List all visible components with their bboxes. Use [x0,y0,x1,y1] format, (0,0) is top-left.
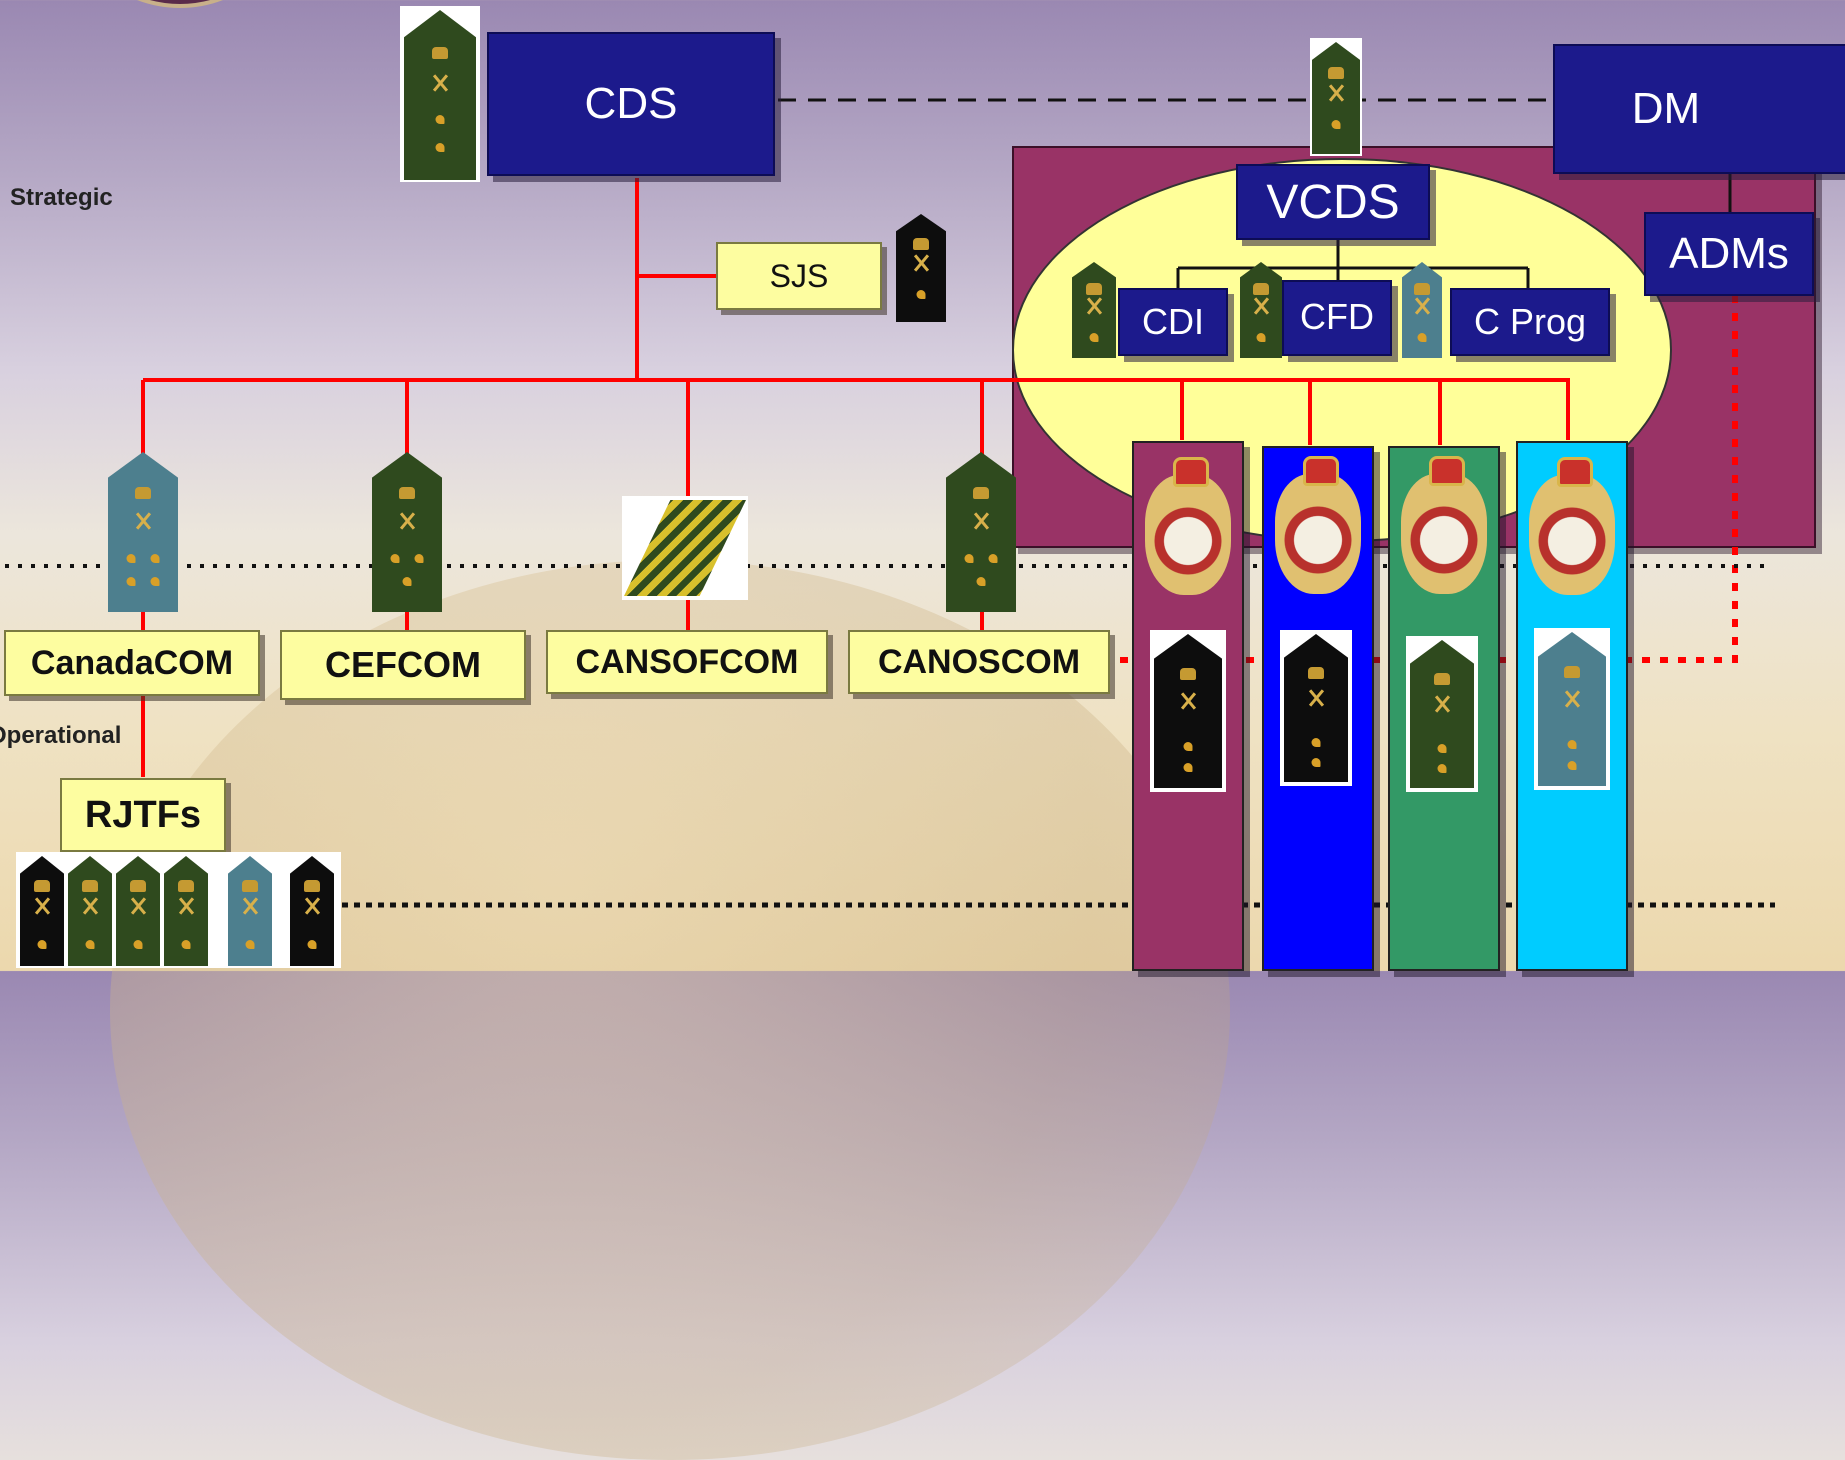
rjtfs-box: RJTFs [60,778,226,852]
cefcom-label: CEFCOM [325,644,481,685]
environment-rank-insignia-4 [1538,632,1606,786]
sjs-box: SJS [716,242,882,310]
environment-badge-4 [1529,457,1615,595]
vcds-rank-insignia [1312,42,1360,154]
environment-badge-3 [1401,456,1487,594]
level-label-operational: Operational [0,722,122,749]
cds-label: CDS [584,79,678,128]
sjs-rank-insignia [896,214,946,322]
cansofcom-box: CANSOFCOM [546,630,828,694]
canoscom-rank-insignia [946,452,1016,612]
environment-badge-1 [1145,457,1231,595]
canadacom-rank-insignia [108,452,178,612]
canadacom-box: CanadaCOM [4,630,260,696]
cefcom-box: CEFCOM [280,630,526,700]
rjtfs-label: RJTFs [84,793,202,836]
canoscom-box: CANOSCOM [848,630,1110,694]
connector-lines [5,98,1775,908]
cfd-box: CFD [1282,280,1392,356]
cfd-rank-insignia [1240,262,1282,358]
vcds-label: VCDS [1266,175,1400,229]
environment-rank-insignia-1 [1154,634,1222,788]
rjtf-rank-1 [20,856,64,966]
cefcom-rank-insignia [372,452,442,612]
cprog-box: C Prog [1450,288,1610,356]
environment-rank-insignia-2 [1284,634,1348,782]
environment-badge-2 [1275,456,1361,594]
cdi-rank-insignia [1072,262,1116,358]
cfd-label: CFD [1300,296,1374,337]
cprog-label: C Prog [1473,301,1587,342]
canadacom-label: CanadaCOM [30,643,234,682]
cansofcom-label: CANSOFCOM [575,642,799,681]
rjtf-rank-3 [116,856,160,966]
adms-label: ADMs [1669,229,1789,278]
cdi-label: CDI [1142,301,1204,342]
rjtf-rank-6 [290,856,334,966]
cdi-box: CDI [1118,288,1228,356]
dm-label: DM [1631,84,1701,133]
sjs-label: SJS [769,257,829,294]
rjtf-rank-2 [68,856,112,966]
dm-box: DM [1553,44,1845,174]
environment-rank-insignia-3 [1410,640,1474,788]
canoscom-label: CANOSCOM [877,642,1081,681]
cds-rank-insignia [404,10,476,180]
adms-box: ADMs [1644,212,1814,296]
rjtf-rank-4 [164,856,208,966]
cprog-rank-insignia [1402,262,1442,358]
vcds-box: VCDS [1236,164,1430,240]
cds-box: CDS [487,32,775,176]
rjtf-rank-5 [228,856,272,966]
level-label-strategic: Strategic [10,184,113,211]
